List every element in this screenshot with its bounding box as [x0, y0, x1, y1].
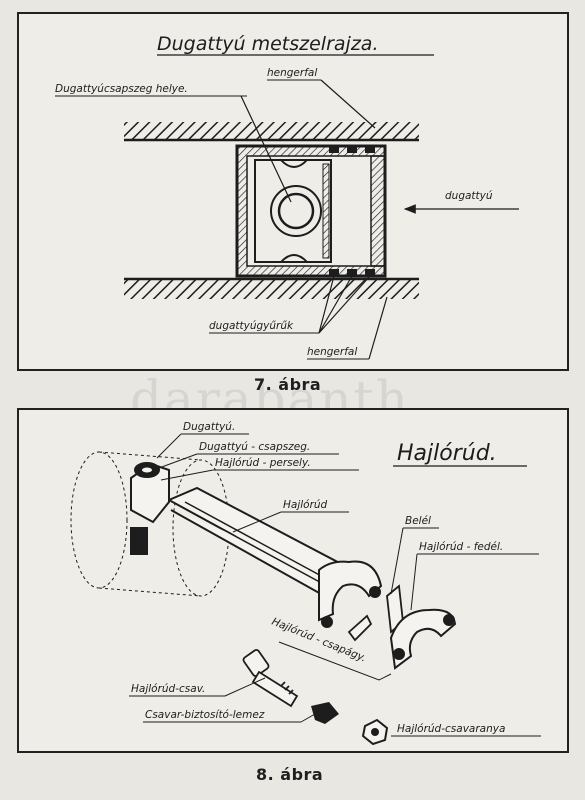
label-cap: Hajlórúd - fedél. [419, 541, 503, 553]
figure-2-caption: 8. ábra [256, 765, 324, 784]
label-piston: dugattyú [445, 190, 493, 202]
rod-bolt [242, 649, 299, 708]
label-nut: Hajlórúd-csavaranya [397, 723, 505, 735]
label-rod: Hajlórúd [283, 499, 328, 511]
label-rings: dugattyúgyűrűk [209, 320, 294, 332]
label-cylinder-wall-bottom: hengerfal [307, 346, 357, 358]
connecting-rod-drawing: Hajlórúd. [70, 421, 541, 746]
piston-section [235, 144, 387, 278]
figure-1-caption: 7. ábra [254, 375, 322, 394]
label-bolt: Hajlórúd-csav. [131, 683, 205, 695]
label-liner: Belél [405, 515, 431, 527]
figure-2-title: Hajlórúd. [397, 441, 497, 466]
rod-cap [389, 608, 457, 670]
figure-2-panel: Hajlórúd. [17, 408, 569, 753]
lock-plate [311, 702, 339, 724]
cylinder-wall-bottom [124, 279, 419, 299]
label-pin: Dugattyú - csapszeg. [199, 441, 310, 453]
label-bushing: Hajlórúd - persely. [215, 457, 311, 469]
label-cylinder-wall-top: hengerfal [267, 67, 317, 79]
connecting-rod [130, 462, 383, 628]
label-pin-bearing-place: Dugattyúcsapszeg helye. [55, 83, 188, 95]
figure-1-panel: Dugattyú metszelrajza. [17, 12, 569, 371]
figure-1-title: Dugattyú metszelrajza. [157, 33, 378, 55]
piston-section-drawing: Dugattyú metszelrajza. [55, 33, 519, 360]
label-lock-plate: Csavar-biztosító-lemez [145, 709, 265, 721]
rod-nut [361, 718, 389, 746]
cylinder-wall-top [124, 122, 419, 140]
label-piston: Dugattyú. [183, 421, 235, 433]
